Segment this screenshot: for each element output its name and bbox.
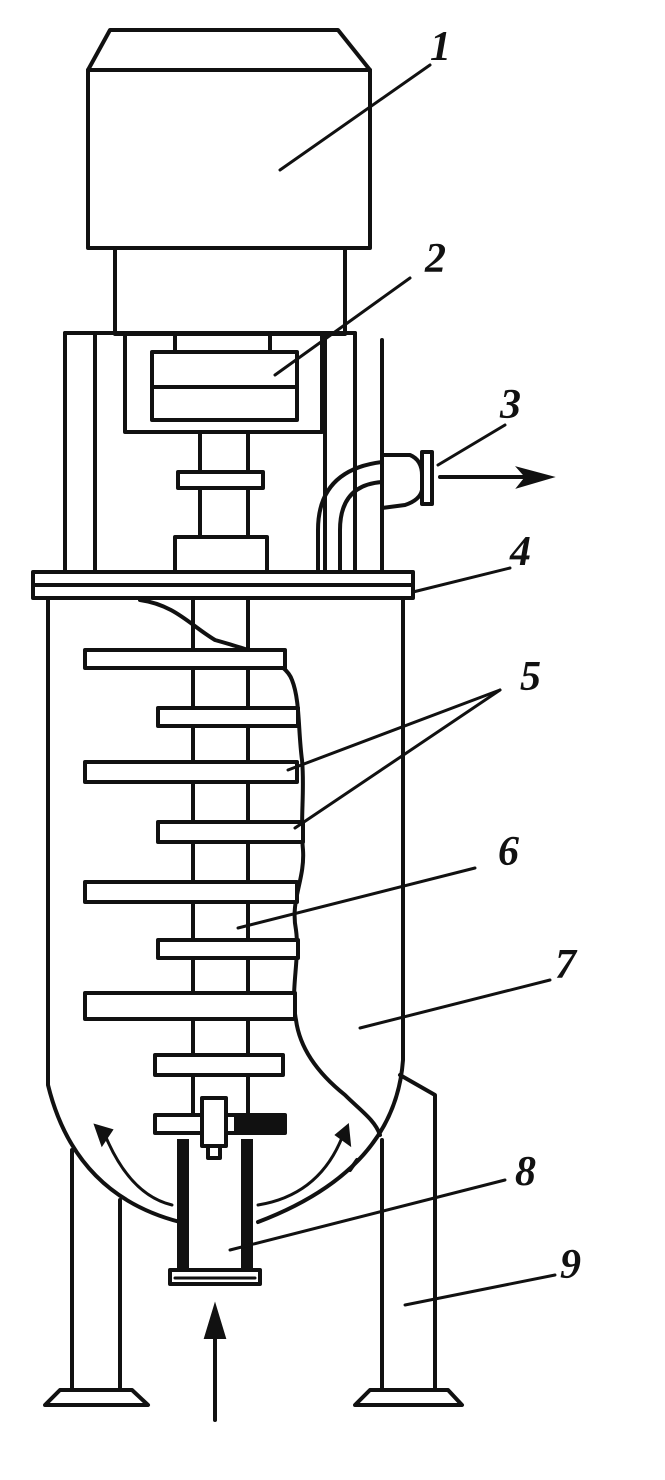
- bottom-hub: [153, 1096, 287, 1160]
- impeller-shaft: [191, 596, 250, 1117]
- label-9: 9: [560, 1242, 581, 1288]
- legs: [43, 1073, 464, 1407]
- circulation-arrows: [93, 1123, 359, 1207]
- lantern-frame: [63, 331, 384, 574]
- coupling: [150, 331, 299, 422]
- label-5: 5: [520, 654, 541, 700]
- upper-shaft: [173, 430, 269, 574]
- leader-lines: [228, 63, 557, 1307]
- label-4: 4: [509, 529, 531, 575]
- impeller-blades: [83, 648, 305, 1077]
- label-8: 8: [515, 1149, 536, 1195]
- draft-tube: [168, 1139, 262, 1286]
- inlet-arrow: [203, 1301, 227, 1422]
- callout-labels: 1 2 3 4 5 6 7 8 9: [424, 24, 581, 1288]
- label-7: 7: [555, 942, 578, 988]
- label-6: 6: [498, 829, 519, 875]
- flange: [31, 570, 415, 600]
- outlet-nozzle: [316, 450, 556, 574]
- label-1: 1: [430, 24, 451, 70]
- label-3: 3: [499, 382, 521, 428]
- label-2: 2: [424, 236, 446, 282]
- motor: [86, 28, 372, 336]
